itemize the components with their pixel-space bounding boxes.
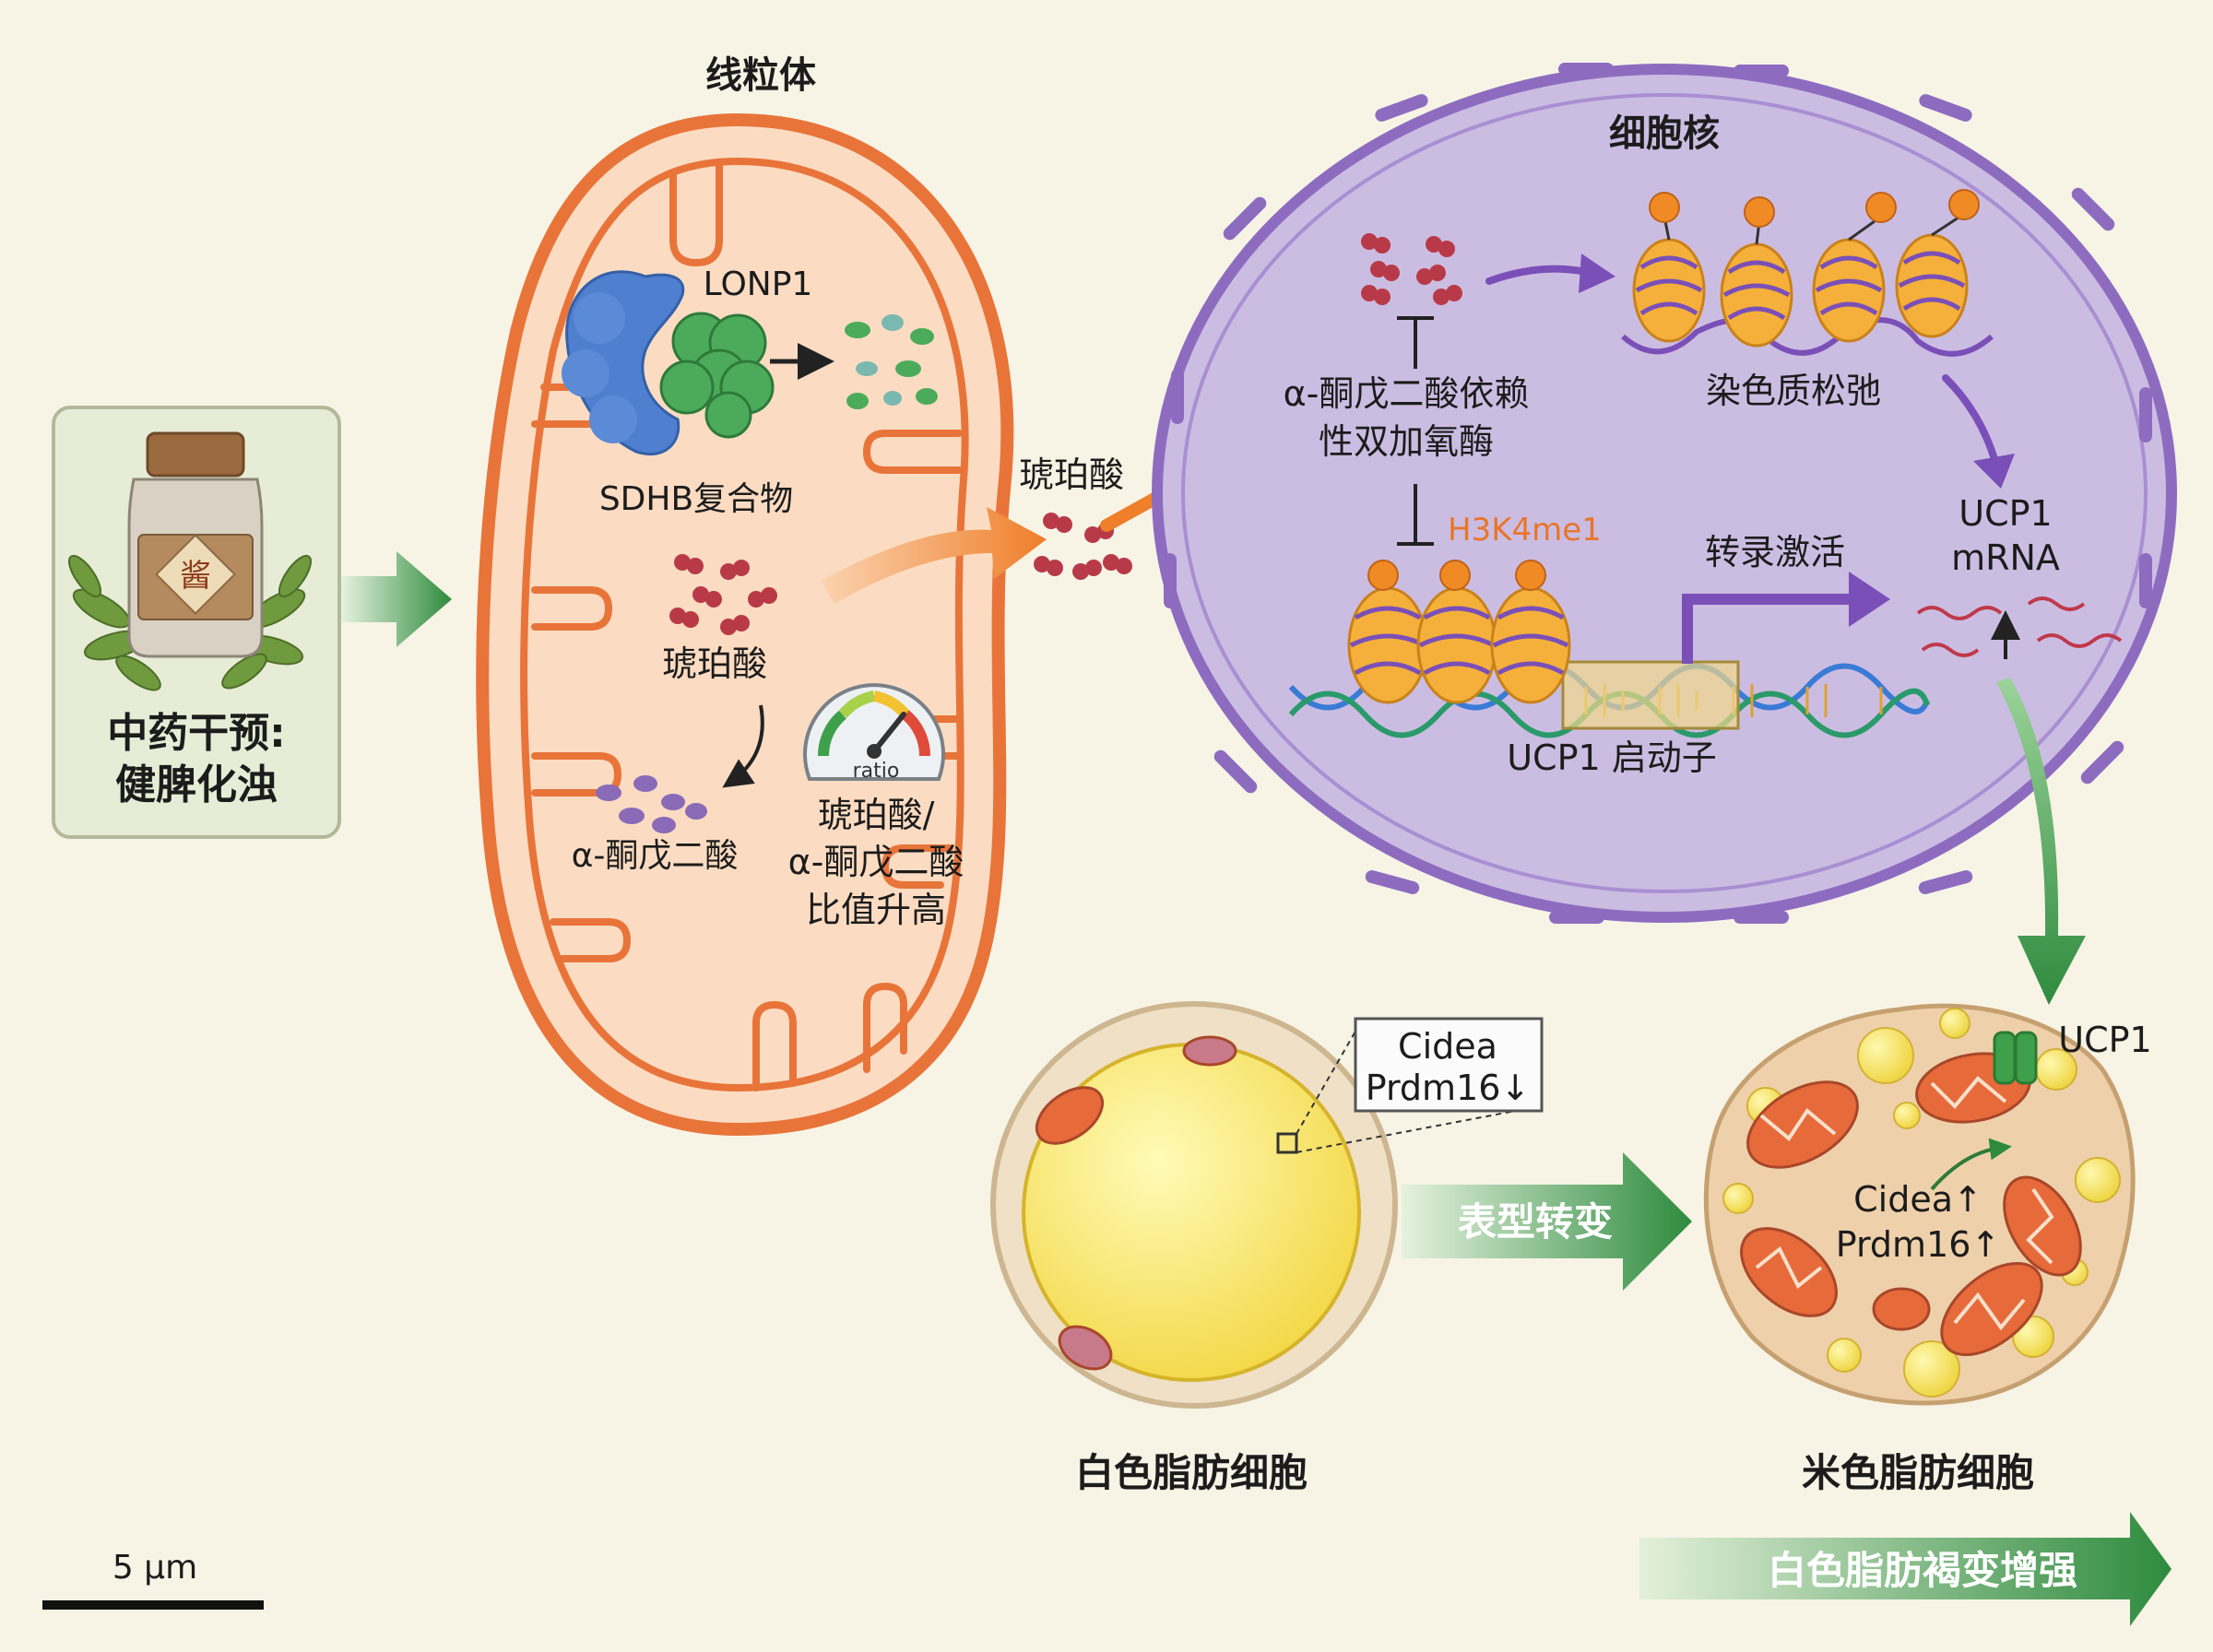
- succinate-cluster-mito: [669, 554, 777, 635]
- tcm-title-line2: 健脾化浊: [115, 761, 278, 808]
- beige-cell-label: 米色脂肪细胞: [1802, 1450, 2034, 1495]
- ucp1-expression-arrow: [1930, 1138, 2012, 1191]
- sdhb-complex-icon: [659, 312, 775, 439]
- relaxed-chromatin-icon: [1621, 189, 1994, 357]
- white-gene-callout: Cidea Prdm16↓: [1354, 1017, 1544, 1113]
- ratio-label-line1: 琥珀酸/: [818, 795, 935, 835]
- ucp1-promoter-box: [1561, 660, 1740, 730]
- white-cell-mitochondria: [1035, 1035, 1237, 1371]
- enzyme-label-line2: 性双加氧酶: [1319, 421, 1494, 462]
- herbal-jar-icon: 酱: [127, 431, 264, 658]
- gauge-label: ratio: [853, 760, 900, 783]
- succinate-label-cyto: 琥珀酸: [1019, 454, 1124, 495]
- conversion-arrow: [722, 704, 764, 788]
- succinate-label-mito: 琥珀酸: [662, 643, 767, 684]
- transcription-arrow: [1682, 594, 1853, 664]
- white-gene2: Prdm16↓: [1366, 1068, 1531, 1108]
- lonp1-protease-icon: [562, 270, 685, 456]
- beige-adipocyte: [1703, 1003, 2136, 1406]
- akg-cluster: [596, 775, 707, 833]
- white-adipocyte: [990, 1001, 1541, 1409]
- scale-bar-label: 5 μm: [112, 1549, 197, 1587]
- ratio-label-line3: 比值升高: [806, 890, 946, 930]
- tcm-intervention-box: 酱 中药干预: 健脾化浊: [52, 406, 341, 839]
- zoom-region: [1276, 1132, 1298, 1154]
- beige-gene1: Cidea↑: [1853, 1179, 1982, 1220]
- mrna-strands-icon: [1916, 596, 2123, 657]
- mrna-label-line2: mRNA: [1951, 537, 2060, 578]
- phenotype-transition-arrow: [1402, 1152, 1692, 1291]
- sdhb-label: SDHB复合物: [599, 480, 793, 518]
- h3k4me1-label: H3K4me1: [1448, 512, 1602, 549]
- mito-title: 线粒体: [705, 54, 816, 97]
- lonp1-label: LONP1: [704, 266, 813, 303]
- degraded-fragments-icon: [845, 314, 938, 409]
- expression-arrow: [1996, 678, 2086, 1005]
- jar-seal-text: 酱: [180, 558, 211, 595]
- ratio-label-line2: α-酮戊二酸: [788, 842, 964, 882]
- transition-label: 表型转变: [1458, 1199, 1613, 1245]
- white-cell-label: 白色脂肪细胞: [1075, 1450, 1308, 1495]
- browning-enhanced-bar: [1639, 1512, 2172, 1626]
- scale-bar: [42, 1600, 264, 1610]
- ucp1-protein-icon: [1993, 1031, 2038, 1085]
- beige-gene2: Prdm16↑: [1836, 1224, 2001, 1265]
- tcm-title-line1: 中药干预:: [107, 710, 286, 757]
- chromatin-relax-label: 染色质松弛: [1706, 371, 1881, 411]
- intervention-arrow: [341, 551, 452, 647]
- succinate-export-arrow: [821, 507, 1047, 604]
- mrna-label-line1: UCP1: [1959, 493, 2052, 534]
- nucleus-title: 细胞核: [1609, 112, 1720, 155]
- closed-chromatin-icon: [1347, 560, 1571, 704]
- promoter-label: UCP1 启动子: [1507, 738, 1717, 778]
- to-chromatin-arrow: [1485, 265, 1590, 285]
- browning-label: 白色脂肪褐变增强: [1768, 1548, 2077, 1593]
- activation-label: 转录激活: [1705, 532, 1845, 572]
- white-gene1: Cidea: [1398, 1026, 1497, 1067]
- ratio-gauge-icon: ratio: [803, 683, 945, 783]
- ucp1-protein-label: UCP1: [2058, 1020, 2151, 1060]
- to-mrna-arrow: [1942, 374, 2000, 469]
- akg-label-mito: α-酮戊二酸: [572, 837, 739, 875]
- beige-mitochondria: [1740, 1052, 2082, 1357]
- enzyme-label-line1: α-酮戊二酸依赖: [1284, 373, 1530, 414]
- succinate-cluster-nucleus: [1361, 233, 1462, 305]
